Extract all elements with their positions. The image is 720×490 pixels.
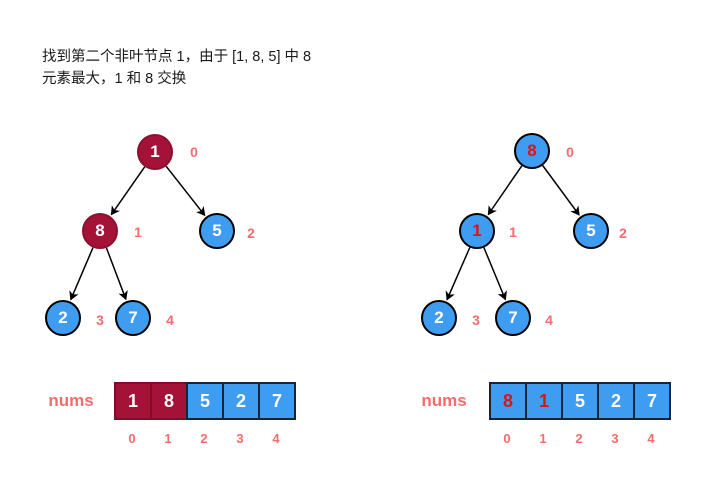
array-index-label: 3 [236, 431, 244, 446]
tree-node: 5 [199, 213, 235, 249]
array-label: nums [48, 391, 94, 410]
caption: 找到第二个非叶节点 1，由于 [1, 8, 5] 中 8 元素最大，1 和 8 … [42, 46, 311, 90]
array-index-row: 0 1 2 3 4 [114, 431, 294, 446]
array-cell: 2 [597, 382, 635, 420]
caption-line-2: 元素最大，1 和 8 交换 [42, 71, 187, 87]
edge-arrow-right-1-to-7 [483, 247, 507, 301]
tree-node: 1 [459, 213, 495, 249]
node-index-label: 4 [166, 312, 174, 328]
array-cell: 5 [561, 382, 599, 420]
array-index-label: 4 [272, 431, 280, 446]
tree-node: 8 [514, 133, 550, 169]
tree-node: 7 [115, 300, 151, 336]
array-cell: 7 [258, 382, 296, 420]
nums-array: 8 1 5 2 7 [489, 382, 671, 420]
node-index-label: 0 [190, 144, 198, 160]
edge-arrow-right-root-to-5 [542, 165, 580, 216]
array-index-label: 2 [200, 431, 208, 446]
array-index-label: 1 [164, 431, 172, 446]
array-cell: 5 [186, 382, 224, 420]
edge-arrow-right-1-to-2 [445, 247, 471, 301]
array-cell: 2 [222, 382, 260, 420]
array-cell: 8 [150, 382, 188, 420]
array-cell: 8 [489, 382, 527, 420]
node-index-label: 3 [472, 312, 480, 328]
tree-node: 7 [495, 300, 531, 336]
array-index-label: 3 [611, 431, 619, 446]
array-index-label: 0 [503, 431, 511, 446]
edge-arrow-left-root-to-8 [110, 166, 146, 216]
array-cell: 1 [525, 382, 563, 420]
node-index-label: 4 [545, 312, 553, 328]
array-index-label: 1 [539, 431, 547, 446]
tree-node: 8 [82, 213, 118, 249]
array-index-label: 4 [647, 431, 655, 446]
caption-line-1: 找到第二个非叶节点 1，由于 [1, 8, 5] 中 8 [42, 49, 312, 65]
tree-node: 2 [45, 300, 81, 336]
tree-node: 1 [137, 134, 173, 170]
edge-arrow-left-8-to-7 [105, 247, 128, 301]
node-index-label: 3 [96, 312, 104, 328]
tree-node: 5 [573, 213, 609, 249]
tree-node: 2 [421, 300, 457, 336]
array-index-row: 0 1 2 3 4 [489, 431, 669, 446]
nums-array: 1 8 5 2 7 [114, 382, 296, 420]
array-index-label: 0 [128, 431, 136, 446]
array-cell: 1 [114, 382, 152, 420]
node-index-label: 1 [509, 224, 517, 240]
array-label: nums [421, 391, 467, 410]
node-index-label: 2 [247, 225, 255, 241]
edge-arrow-right-root-to-1 [487, 165, 523, 216]
array-cell: 7 [633, 382, 671, 420]
array-index-label: 2 [575, 431, 583, 446]
node-index-label: 2 [619, 225, 627, 241]
node-index-label: 1 [134, 224, 142, 240]
edge-arrow-left-root-to-5 [165, 165, 206, 217]
node-index-label: 0 [566, 144, 574, 160]
edge-arrow-left-8-to-2 [69, 247, 94, 301]
